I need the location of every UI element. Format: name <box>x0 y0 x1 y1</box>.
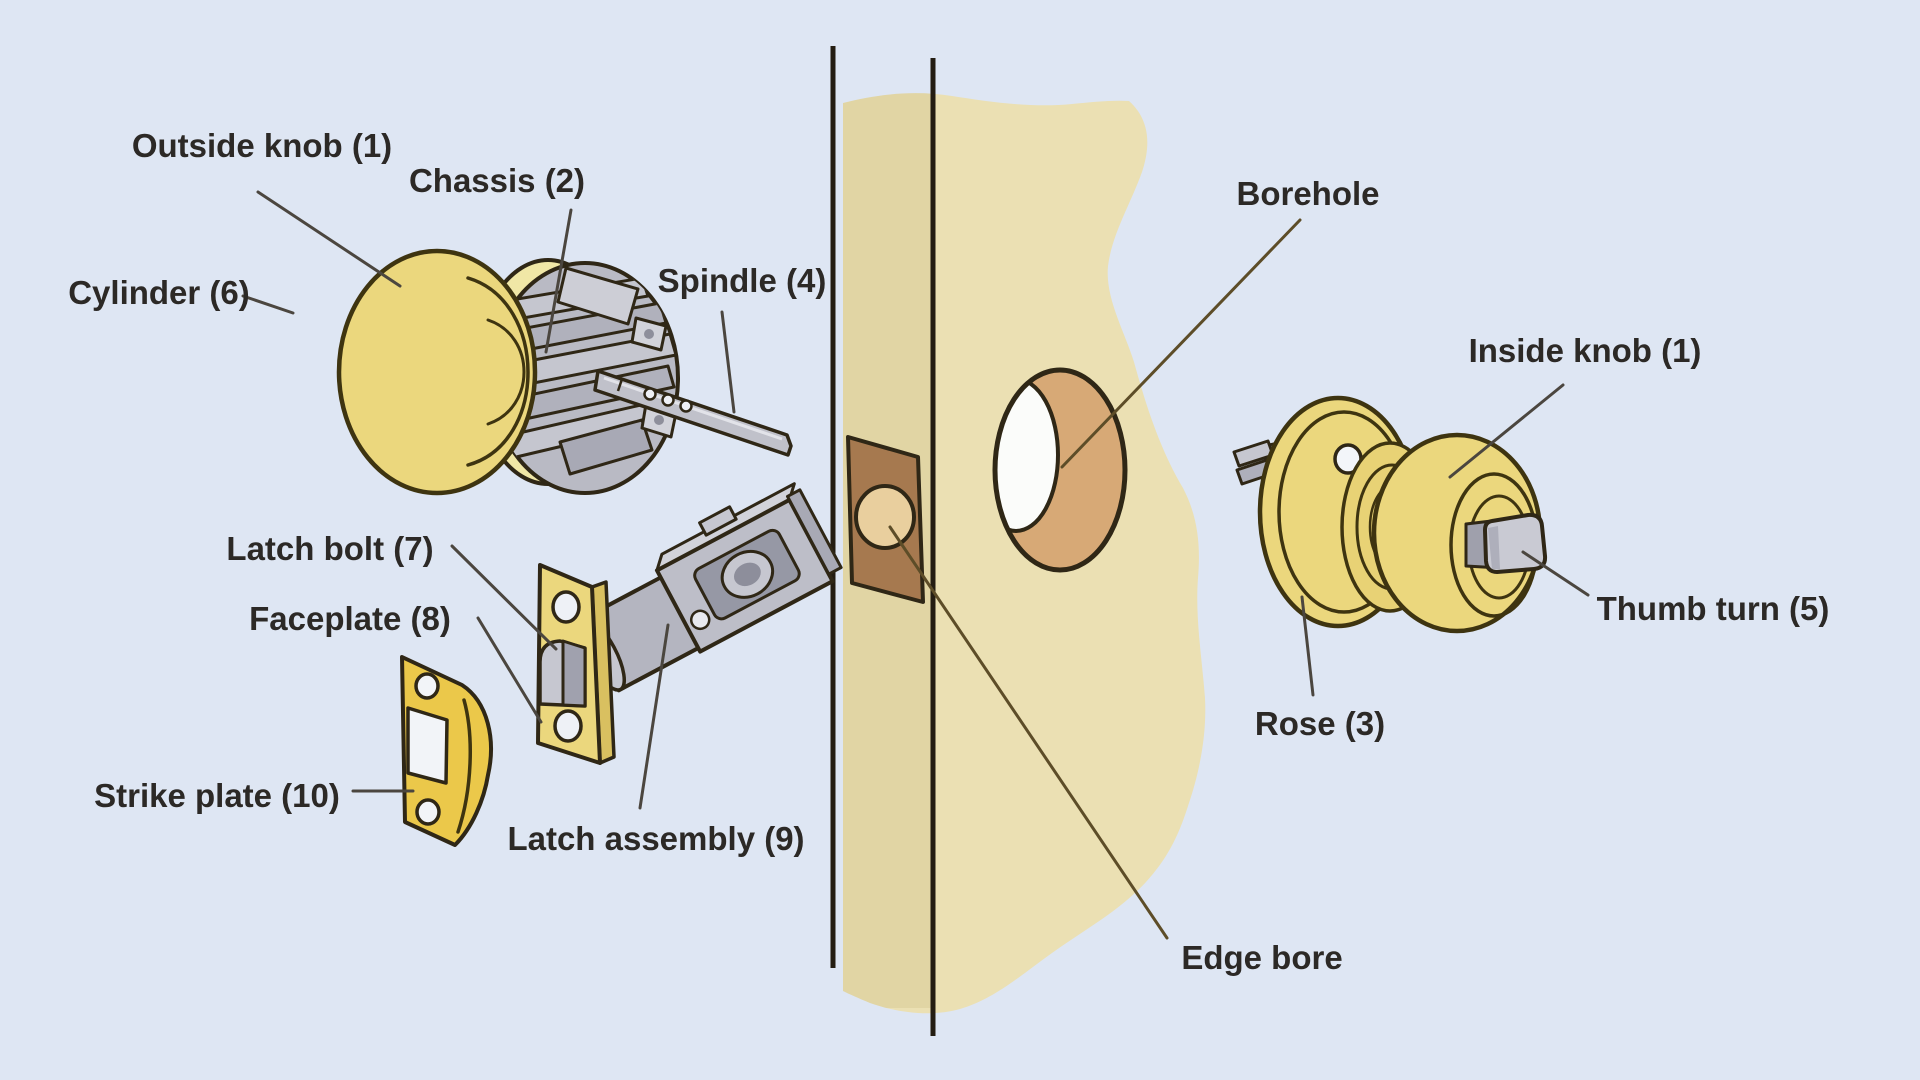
strike-plate-drawing <box>400 655 493 847</box>
leader-borehole <box>1060 218 1302 469</box>
label-cylinder: Cylinder (6) <box>68 274 250 311</box>
outside-knob-assembly-drawing <box>336 248 793 496</box>
chassis-drawing <box>490 261 680 495</box>
latch-bolt-drawing <box>538 639 587 708</box>
label-rose: Rose (3) <box>1255 705 1385 742</box>
label-borehole: Borehole <box>1236 175 1379 212</box>
latch-assembly-drawing <box>536 482 843 765</box>
inside-knob-assembly-drawing <box>1232 395 1548 634</box>
leader-faceplate <box>476 616 543 724</box>
label-faceplate: Faceplate (8) <box>249 600 451 637</box>
label-latch-assembly: Latch assembly (9) <box>507 820 804 857</box>
knob-contour-arc <box>466 276 530 467</box>
knob-contour-arc-inner <box>486 318 526 426</box>
label-thumb-turn: Thumb turn (5) <box>1597 590 1830 627</box>
leader-spindle <box>720 310 736 414</box>
leader-edge-bore <box>888 525 1169 940</box>
leader-thumb-turn <box>1521 550 1590 597</box>
leader-cylinder <box>241 294 295 315</box>
leader-latch-bolt <box>450 544 558 651</box>
leader-lines <box>241 190 1590 940</box>
label-latch-bolt: Latch bolt (7) <box>226 530 433 567</box>
label-edge-bore: Edge bore <box>1181 939 1342 976</box>
label-inside-knob: Inside knob (1) <box>1469 332 1702 369</box>
label-outside-knob: Outside knob (1) <box>132 127 392 164</box>
spindle-drawing <box>593 369 793 457</box>
edge-bore-drawing <box>846 435 925 604</box>
leader-latch-assembly <box>638 623 670 810</box>
leader-outside-knob <box>256 190 402 288</box>
outside-knob-drawing <box>336 248 538 496</box>
leader-inside-knob <box>1448 383 1565 479</box>
label-chassis: Chassis (2) <box>409 162 585 199</box>
leader-rose <box>1300 595 1315 697</box>
thumb-turn-drawing <box>1464 512 1548 574</box>
borehole-drawing <box>992 367 1128 573</box>
label-strike-plate: Strike plate (10) <box>94 777 340 814</box>
part-labels: Outside knob (1) Chassis (2) Cylinder (6… <box>68 127 1829 976</box>
leader-chassis <box>544 208 573 354</box>
label-spindle: Spindle (4) <box>658 262 827 299</box>
